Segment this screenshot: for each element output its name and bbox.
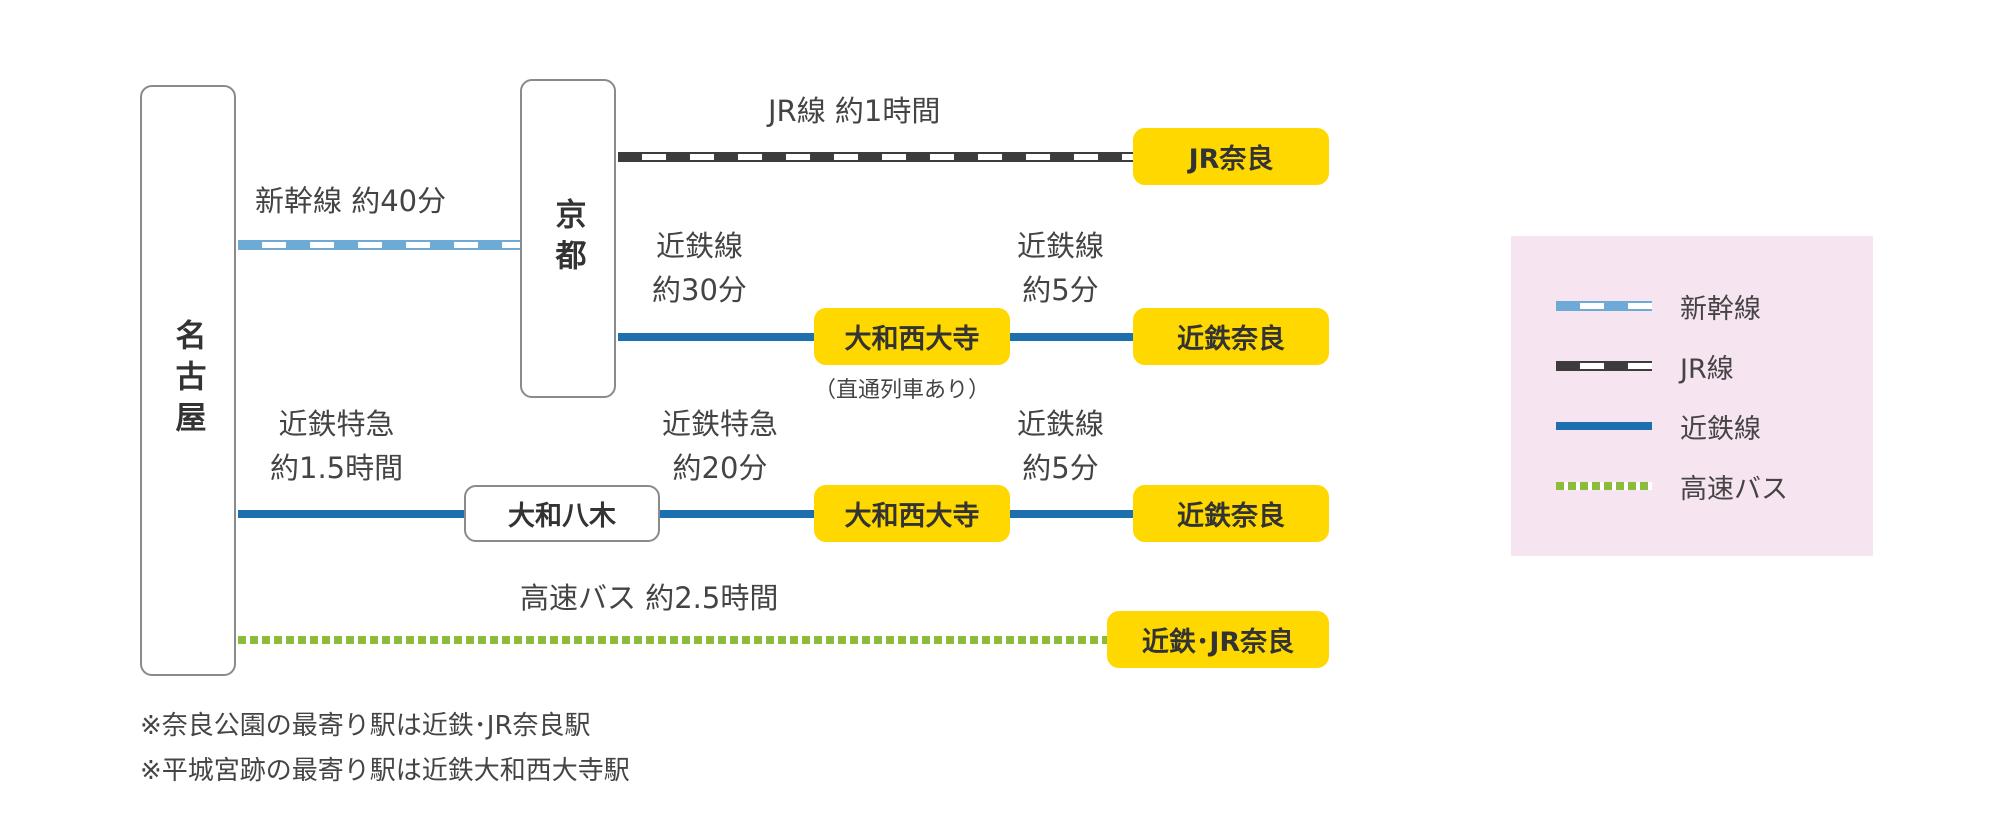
route-label-saidaiji-nara-2: 近鉄線 約5分	[1017, 403, 1104, 490]
route-label-line: 近鉄特急	[278, 407, 395, 441]
station-kintetsu-jr-nara: 近鉄･JR奈良	[1107, 611, 1329, 668]
legend-swatch-bus	[1556, 482, 1652, 490]
route-label-line: 近鉄線	[655, 229, 743, 263]
legend-item-shinkansen: 新幹線	[1556, 289, 1761, 325]
station-yamato-yagi: 大和八木	[464, 485, 660, 542]
legend-label: JR線	[1680, 353, 1734, 385]
station-nagoya: 名古屋	[140, 85, 236, 676]
route-label-shinkansen: 新幹線 約40分	[255, 184, 447, 218]
station-yamato-saidaiji-2: 大和西大寺	[814, 485, 1010, 542]
route-label-line: 近鉄線	[1017, 407, 1105, 441]
legend-label: 高速バス	[1680, 473, 1788, 505]
legend-swatch-kintetsu	[1556, 422, 1652, 430]
station-kyoto-label: 京都	[549, 197, 586, 280]
route-label-time: 約20分	[672, 450, 768, 485]
route-label-time: 約5分	[1022, 272, 1099, 307]
kintetsu-express-line-yagi-saidaiji	[660, 510, 818, 518]
station-yamato-saidaiji-1: 大和西大寺	[814, 308, 1010, 365]
station-nagoya-label: 名古屋	[169, 319, 206, 442]
route-label-saidaiji-nara-1: 近鉄線 約5分	[1017, 225, 1104, 312]
station-kyoto: 京都	[520, 79, 616, 398]
legend-label: 新幹線	[1680, 293, 1761, 325]
kintetsu-express-line-nagoya-yagi	[238, 510, 466, 518]
station-kintetsu-nara-1: 近鉄奈良	[1133, 308, 1329, 365]
jr-line	[618, 152, 1138, 162]
legend-label: 近鉄線	[1680, 413, 1761, 445]
route-label-bus: 高速バス 約2.5時間	[520, 581, 779, 615]
footnote-heijo-palace: ※平城宮跡の最寄り駅は近鉄大和西大寺駅	[140, 756, 630, 786]
kintetsu-line-saidaiji-nara-2	[1008, 510, 1138, 518]
bus-line	[238, 636, 1111, 644]
route-label-nagoya-yagi: 近鉄特急 約1.5時間	[270, 403, 403, 490]
station-jr-nara: JR奈良	[1133, 128, 1329, 185]
shinkansen-line	[238, 240, 521, 250]
kintetsu-line-saidaiji-nara-1	[1008, 333, 1138, 341]
legend-item-bus: 高速バス	[1556, 469, 1788, 505]
route-label-yagi-saidaiji: 近鉄特急 約20分	[662, 403, 778, 490]
route-label-time: 約5分	[1022, 450, 1099, 485]
route-label-kyoto-saidaiji: 近鉄線 約30分	[652, 225, 747, 312]
through-train-note: （直通列車あり）	[814, 378, 991, 403]
legend: 新幹線 JR線 近鉄線 高速バス	[1511, 236, 1873, 556]
route-label-time: 約1.5時間	[270, 450, 404, 485]
legend-swatch-jr	[1556, 361, 1652, 371]
legend-swatch-shinkansen	[1556, 301, 1652, 311]
legend-item-kintetsu: 近鉄線	[1556, 409, 1761, 445]
route-label-time: 約30分	[652, 272, 747, 307]
footnote-nara-park: ※奈良公園の最寄り駅は近鉄･JR奈良駅	[140, 711, 591, 741]
station-kintetsu-nara-2: 近鉄奈良	[1133, 485, 1329, 542]
route-label-line: 近鉄特急	[662, 407, 779, 441]
route-label-jr: JR線 約1時間	[768, 94, 941, 128]
kintetsu-line-kyoto-saidaiji	[618, 333, 818, 341]
legend-item-jr: JR線	[1556, 349, 1734, 385]
route-label-line: 近鉄線	[1017, 229, 1105, 263]
